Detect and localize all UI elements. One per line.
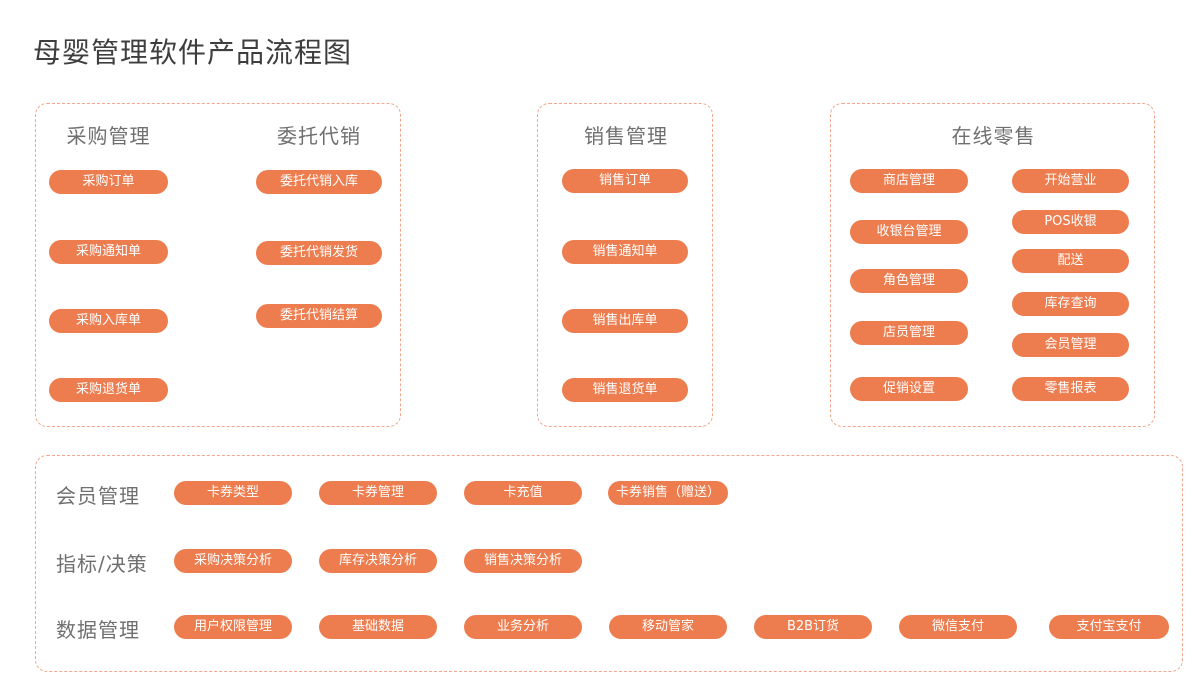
pill-clerk-management: 店员管理 [850, 321, 968, 345]
pill-purchase-order: 采购订单 [49, 170, 168, 194]
pill-promotion-settings: 促销设置 [850, 377, 968, 401]
pill-role-management: 角色管理 [850, 269, 968, 293]
pill-consignment-settlement: 委托代销结算 [256, 304, 382, 328]
pill-purchase-inbound: 采购入库单 [49, 309, 168, 333]
pill-card-recharge: 卡充值 [464, 481, 582, 505]
pill-inventory-query: 库存查询 [1012, 292, 1129, 316]
pill-sales-return: 销售退货单 [562, 378, 688, 402]
group-online-retail: 在线零售 商店管理 收银台管理 角色管理 店员管理 促销设置 开始营业 POS收… [830, 103, 1155, 427]
pill-alipay-pay: 支付宝支付 [1049, 615, 1169, 639]
pill-b2b-ordering: B2B订货 [754, 615, 872, 639]
pill-consignment-shipping: 委托代销发货 [256, 241, 382, 265]
group-procurement-consignment: 采购管理 采购订单 采购通知单 采购入库单 采购退货单 委托代销 委托代销入库 … [35, 103, 401, 427]
column-heading-sales: 销售管理 [584, 124, 668, 148]
pill-inventory-decision-analysis: 库存决策分析 [319, 549, 437, 573]
pill-user-permission-management: 用户权限管理 [174, 615, 292, 639]
pill-open-for-business: 开始营业 [1012, 169, 1129, 193]
pill-cashier-desk-management: 收银台管理 [850, 220, 968, 244]
pill-pos-checkout: POS收银 [1012, 210, 1129, 234]
page-title: 母婴管理软件产品流程图 [33, 36, 353, 69]
pill-mobile-manager: 移动管家 [609, 615, 727, 639]
pill-card-coupon-sale-gift: 卡券销售（赠送） [608, 481, 728, 505]
pill-member-management: 会员管理 [1012, 333, 1129, 357]
row-label-data-management: 数据管理 [56, 618, 140, 642]
pill-consignment-inbound: 委托代销入库 [256, 170, 382, 194]
pill-card-coupon-type: 卡券类型 [174, 481, 292, 505]
pill-delivery: 配送 [1012, 249, 1129, 273]
pill-purchase-return: 采购退货单 [49, 378, 168, 402]
row-label-member-management: 会员管理 [56, 484, 140, 508]
pill-store-management: 商店管理 [850, 169, 968, 193]
column-heading-procurement: 采购管理 [66, 124, 151, 148]
pill-sales-decision-analysis: 销售决策分析 [464, 549, 582, 573]
pill-card-coupon-management: 卡券管理 [319, 481, 437, 505]
group-sales: 销售管理 销售订单 销售通知单 销售出库单 销售退货单 [537, 103, 713, 427]
pill-purchase-notice: 采购通知单 [49, 240, 168, 264]
pill-basic-data: 基础数据 [319, 615, 437, 639]
pill-business-analysis: 业务分析 [464, 615, 582, 639]
pill-retail-report: 零售报表 [1012, 377, 1129, 401]
pill-purchase-decision-analysis: 采购决策分析 [174, 549, 292, 573]
column-heading-online-retail: 在线零售 [951, 124, 1036, 148]
pill-wechat-pay: 微信支付 [899, 615, 1017, 639]
column-heading-consignment: 委托代销 [277, 124, 361, 148]
group-platform: 会员管理 卡券类型 卡券管理 卡充值 卡券销售（赠送） 指标/决策 采购决策分析… [35, 455, 1183, 672]
pill-sales-notice: 销售通知单 [562, 240, 688, 264]
row-label-indicators-decision: 指标/决策 [56, 552, 148, 576]
pill-sales-order: 销售订单 [562, 169, 688, 193]
pill-sales-outbound: 销售出库单 [562, 309, 688, 333]
